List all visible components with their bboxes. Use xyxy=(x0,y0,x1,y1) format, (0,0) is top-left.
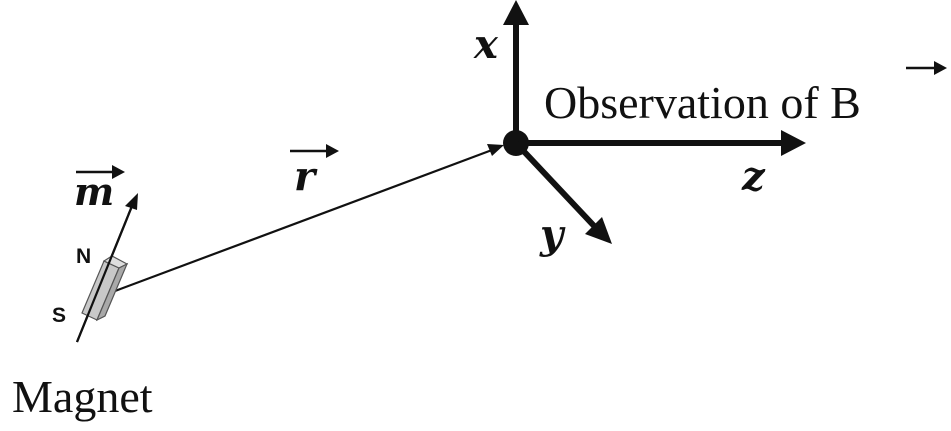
magnet-side-face xyxy=(95,262,129,322)
z-axis-label: z xyxy=(741,153,766,200)
observation-label: Observation of B xyxy=(544,77,861,128)
m-overarrow xyxy=(76,165,125,179)
position-vector-label: r xyxy=(294,153,318,200)
y-axis xyxy=(513,140,612,244)
x-axis xyxy=(503,0,529,143)
b-overarrow xyxy=(906,61,947,75)
z-axis xyxy=(516,130,806,156)
r-overarrow xyxy=(290,144,339,158)
magnet-label: Magnet xyxy=(12,371,153,422)
moment-vector-label: m xyxy=(74,169,114,214)
position-vector-arrow xyxy=(114,144,504,293)
south-pole-label: S xyxy=(52,304,66,327)
north-pole-label: N xyxy=(76,245,91,268)
y-axis-label: y xyxy=(539,211,566,258)
bar-magnet xyxy=(75,205,134,343)
x-axis-label: x xyxy=(473,21,499,68)
